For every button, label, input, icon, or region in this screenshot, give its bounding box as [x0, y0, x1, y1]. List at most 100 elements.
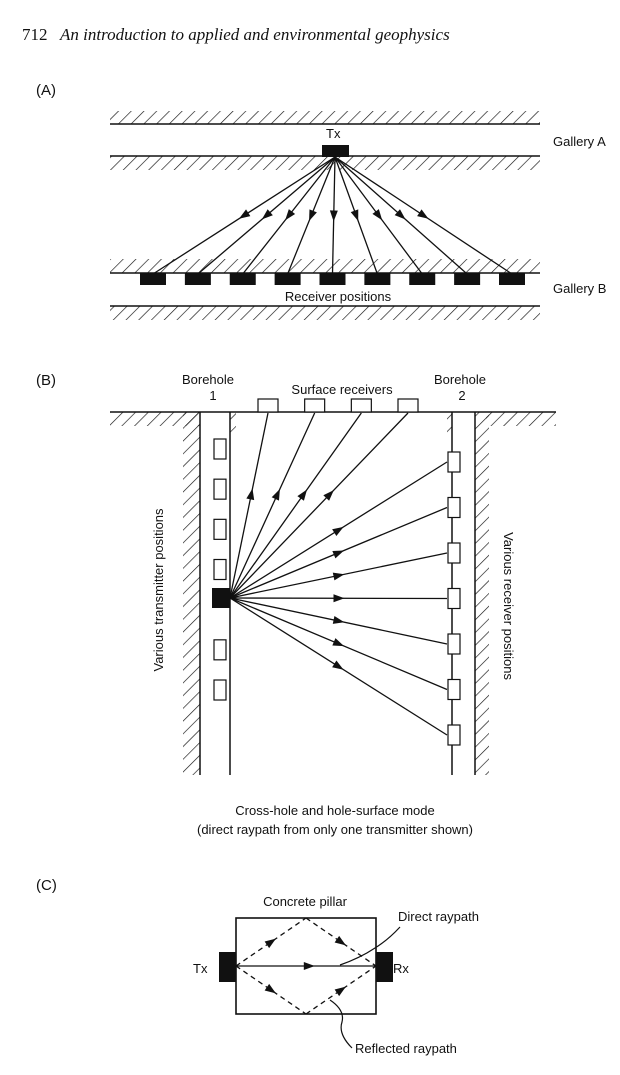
pillar-rx-label: Rx — [393, 961, 409, 976]
borehole-1-title: Borehole — [182, 372, 234, 387]
gallery-ray-7-arrowhead — [372, 209, 383, 221]
borehole-1-wall-hatch-left — [183, 412, 200, 775]
direct-raypath-leader — [339, 926, 401, 966]
receiver-block-3 — [229, 273, 256, 285]
surface-receiver — [304, 398, 326, 413]
gallery-ray-2-arrowhead — [261, 209, 273, 220]
reflected-ray-3-arrowhead — [264, 983, 276, 994]
panel-a: (A) Gallery A Tx Gallery B Receiver posi… — [36, 82, 606, 320]
borehole-1-number: 1 — [209, 388, 216, 403]
panel-a-receivers — [140, 273, 525, 285]
receiver-block-5 — [319, 273, 346, 285]
receiver-slot — [447, 633, 461, 655]
receiver-positions-side-label: Various receiver positions — [501, 532, 516, 680]
receiver-slot — [447, 542, 461, 564]
surface-ray-1-arrowhead — [246, 488, 255, 501]
crosshole-ray-6-arrowhead — [332, 638, 345, 647]
receiver-slot — [447, 451, 461, 473]
gallery-ray-8 — [334, 156, 468, 275]
reflected-ray-2-arrowhead — [334, 935, 346, 946]
panel-c: (C) Concrete pillar Direct raypath Refle… — [36, 877, 479, 1056]
panel-b: (B) Borehole 1 Borehole 2 Surface receiv… — [36, 372, 556, 837]
gallery-ray-1 — [152, 156, 336, 275]
transmitter-label: Tx — [326, 126, 341, 141]
gallery-a-label: Gallery A — [553, 134, 606, 149]
gallery-ray-1-arrowhead — [238, 209, 251, 219]
crosshole-ray-7-arrowhead — [332, 660, 344, 670]
receiver-block-8 — [454, 273, 481, 285]
reflected-ray-4 — [305, 965, 377, 1015]
direct-raypath-label: Direct raypath — [398, 909, 479, 924]
active-transmitter — [212, 588, 230, 608]
transmitter-block — [322, 145, 349, 157]
receiver-block-2 — [184, 273, 211, 285]
surface-receiver — [397, 398, 419, 413]
crosshole-ray-3 — [229, 552, 448, 599]
receiver-slot — [447, 587, 461, 610]
panel-b-label: (B) — [36, 372, 56, 389]
borehole-2-title: Borehole — [434, 372, 486, 387]
surface-ray-2-line — [229, 412, 316, 599]
panel-a-raypaths — [152, 156, 513, 275]
concrete-pillar-label: Concrete pillar — [263, 894, 347, 909]
borehole-1-wall-hatch-right — [230, 412, 236, 436]
reflected-ray-1 — [235, 917, 307, 967]
panel-a-label: (A) — [36, 82, 56, 99]
gallery-ray-9 — [334, 156, 513, 275]
crosshole-ray-4 — [229, 594, 448, 603]
gallery-ray-6-arrowhead — [350, 209, 359, 222]
ground-hatch-right — [486, 412, 556, 426]
transmitter-positions-label: Various transmitter positions — [151, 508, 166, 672]
crosshole-ray-1-arrowhead — [332, 526, 344, 537]
reflected-ray-3 — [235, 965, 307, 1015]
reflected-ray-1-arrowhead — [264, 938, 276, 949]
surface-ray-4-line — [229, 412, 409, 599]
gallery-a-roof-hatch — [110, 111, 540, 124]
gallery-ray-5-arrowhead — [329, 210, 338, 222]
surface-receivers-label: Surface receivers — [291, 382, 393, 397]
receiver-block-7 — [409, 273, 436, 285]
reflected-ray-4-arrowhead — [334, 986, 346, 997]
transmitter-slot — [213, 558, 227, 581]
reflected-raypath-leader — [329, 999, 353, 1049]
receiver-slot — [447, 496, 461, 519]
gallery-ray-3 — [242, 156, 336, 275]
gallery-ray-2 — [197, 156, 336, 275]
transmitter-slot — [213, 478, 227, 500]
gallery-ray-7 — [334, 156, 423, 275]
crosshole-ray-1 — [229, 461, 448, 599]
borehole-2-number: 2 — [458, 388, 465, 403]
panel-b-raypaths — [229, 412, 448, 736]
gallery-ray-5 — [329, 156, 338, 275]
receiver-block-6 — [364, 273, 391, 285]
surface-ray-2 — [229, 412, 316, 599]
crosshole-ray-3-arrowhead — [332, 572, 345, 581]
panel-b-slots — [213, 398, 461, 746]
page-number: 712 — [22, 25, 48, 44]
gallery-ray-4-arrowhead — [309, 209, 317, 222]
receiver-block-4 — [274, 273, 301, 285]
gallery-b-roof-hatch — [110, 259, 540, 273]
transmitter-slot — [213, 679, 227, 701]
surface-ray-1-line — [229, 412, 269, 599]
receiver-positions-label: Receiver positions — [285, 289, 392, 304]
gallery-b-floor-hatch — [110, 306, 540, 320]
crosshole-ray-2-arrowhead — [332, 550, 345, 559]
crosshole-ray-5 — [229, 597, 448, 645]
crosshole-ray-2 — [229, 506, 448, 599]
receiver-block-1 — [140, 273, 166, 285]
gallery-ray-4 — [287, 156, 336, 275]
crosshole-ray-4-arrowhead — [333, 594, 345, 603]
reflected-raypath-label: Reflected raypath — [355, 1041, 457, 1056]
running-title: An introduction to applied and environme… — [59, 25, 450, 44]
panel-c-raypaths — [235, 917, 377, 1015]
crosshole-ray-7 — [229, 597, 448, 736]
transmitter-slot — [213, 639, 227, 661]
panel-b-caption-line-1: Cross-hole and hole-surface mode — [235, 803, 434, 818]
transmitter-slot — [213, 438, 227, 460]
borehole-2-wall-hatch-right — [475, 412, 489, 775]
crosshole-ray-5-arrowhead — [332, 616, 345, 624]
surface-ray-3-arrowhead — [297, 489, 308, 501]
gallery-ray-6 — [334, 156, 378, 275]
